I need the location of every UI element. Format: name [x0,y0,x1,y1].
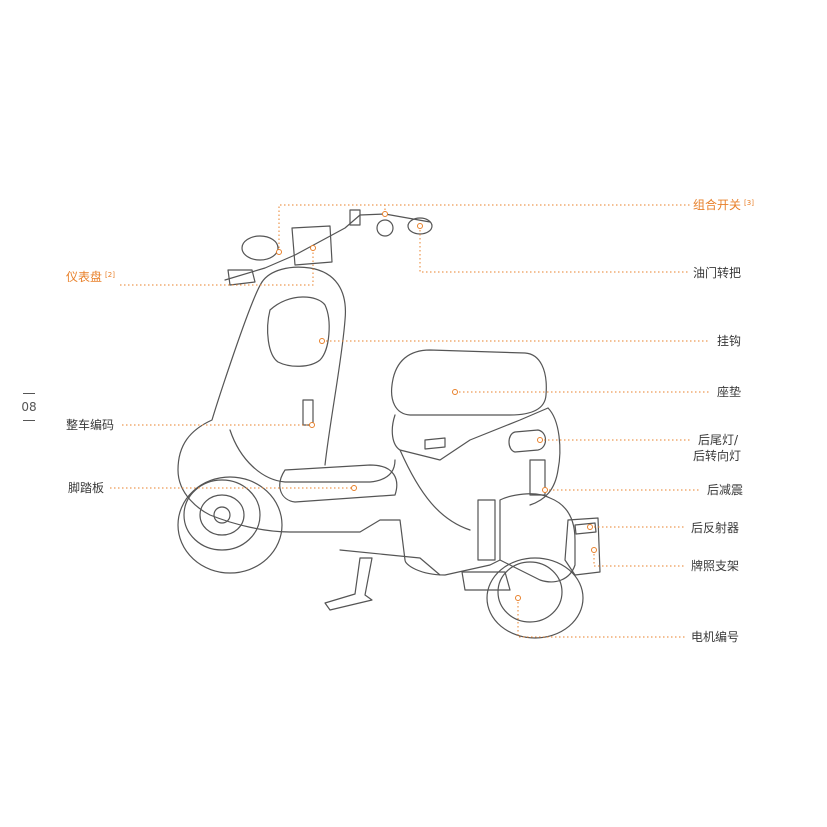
label-plate-bracket: 牌照支架 [691,559,740,573]
vin-slot [302,399,314,426]
plate-bracket-shape [564,517,601,576]
kickstand [324,557,373,611]
label-rear-shock: 后减震 [707,483,744,497]
rear-wheel [486,557,584,639]
tail-light-shape [508,429,547,453]
rear-shock-shape [529,459,546,496]
leader-plate [593,550,685,567]
leader-motor [517,598,685,638]
leader-switch [278,204,690,252]
label-tail-light-2: 后转向灯 [693,449,742,463]
label-motor-number: 电机编号 [691,630,740,644]
label-seat: 座垫 [717,385,742,399]
seat-shape [390,349,547,416]
page-number-text: 08 [21,400,37,414]
page-divider-bottom [23,420,35,421]
label-footboard: 脚踏板 [68,481,105,495]
leader-throttle [419,226,690,273]
label-tail-light-1: 后尾灯/ [698,433,739,447]
label-vin: 整车编码 [66,418,115,432]
page-number: 08 [14,393,44,421]
label-rear-reflector: 后反射器 [691,521,740,535]
footboard-shape [279,464,398,503]
handlebar [224,213,431,281]
leader-dashboard [120,248,314,286]
label-dashboard: 仪表盘[2] [66,270,115,284]
label-hook: 挂钩 [717,334,742,348]
page-divider-top [23,393,35,394]
front-shell [177,281,501,576]
label-switch-combo: 组合开关[3] [693,198,754,212]
label-throttle: 油门转把 [693,266,742,280]
front-wheel [177,476,283,574]
